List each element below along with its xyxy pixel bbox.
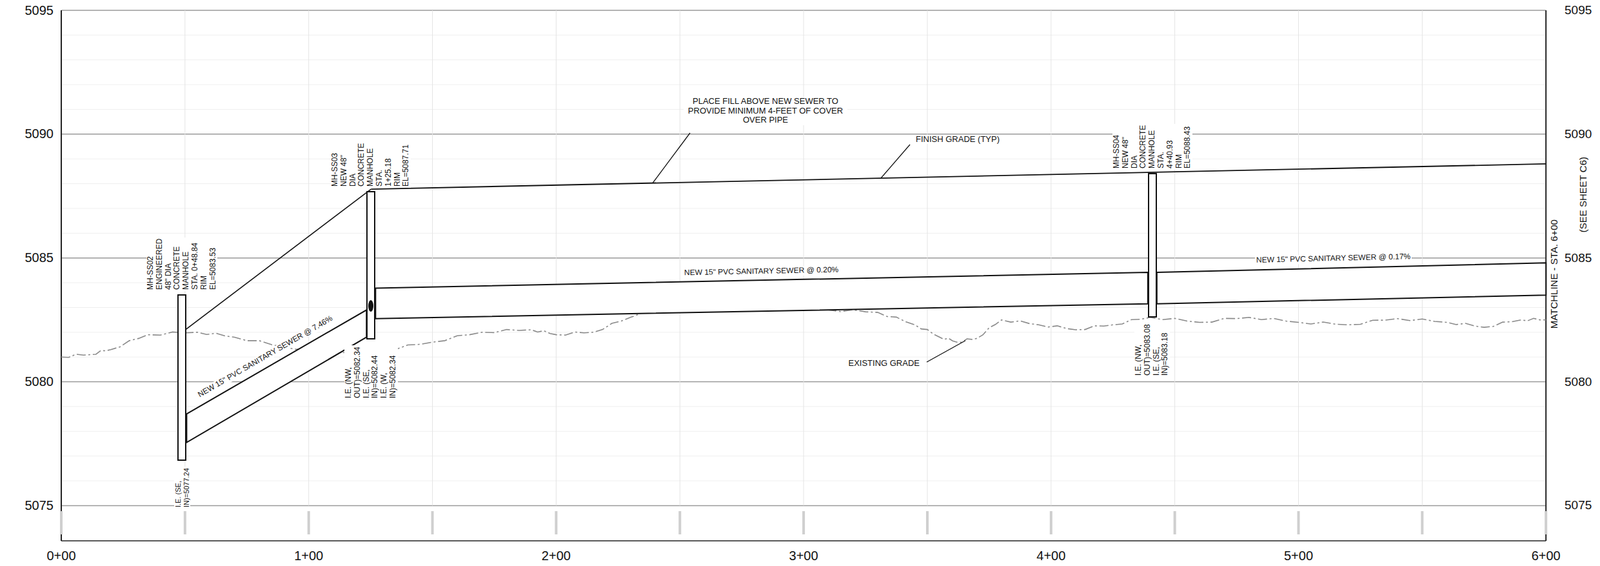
- band-line: [61, 539, 1546, 542]
- existing-grade-note: EXISTING GRADE: [846, 358, 921, 369]
- grid-line: [1174, 10, 1176, 505]
- band-station-mark: [1049, 510, 1053, 534]
- fill-note: PLACE FILL ABOVE NEW SEWER TO PROVIDE MI…: [683, 96, 848, 126]
- invert-label: I.E. (NW, OUT)=5083.08 I.E. (SE, IN)=508…: [1134, 323, 1170, 378]
- elevation-axis-label: 5075: [23, 497, 56, 513]
- pipe-opening-symbol: [368, 299, 374, 312]
- grid-line: [1050, 10, 1052, 505]
- manhole-label: MH-SS04 NEW 48" DIA CONCRETE MANHOLE STA…: [1112, 123, 1193, 170]
- sewer-pipe: [375, 272, 1148, 319]
- station-axis-label: 2+00: [540, 548, 573, 563]
- grid-line: [555, 10, 557, 505]
- elevation-axis-label: 5095: [1563, 3, 1593, 18]
- station-axis-label: 4+00: [1035, 548, 1067, 563]
- finish-grade-line: [370, 163, 1546, 189]
- elevation-axis-label: 5080: [1563, 374, 1593, 389]
- grid: [61, 10, 1546, 505]
- pipe-outline: [1156, 262, 1546, 304]
- band-station-mark: [1297, 510, 1301, 534]
- sheet-reference: (SEE SHEET C6): [1577, 155, 1589, 234]
- grid-line: [679, 10, 681, 505]
- station-axis-label: 5+00: [1282, 548, 1315, 563]
- connectors: [186, 272, 1148, 443]
- leader-line: [880, 144, 910, 178]
- grid-line: [926, 10, 928, 505]
- leader-line: [926, 340, 966, 362]
- band-station-mark: [307, 510, 311, 534]
- band-station-mark: [926, 510, 929, 534]
- station-axis-label: 3+00: [788, 548, 820, 563]
- sewer-pipe: [186, 309, 367, 442]
- band-station-mark: [183, 510, 187, 534]
- invert-label: I.E. (NW, OUT)=5082.34 I.E. (SE, IN)=508…: [344, 345, 398, 400]
- pipe-label: NEW 15" PVC SANITARY SEWER @ 0.20%: [682, 265, 840, 278]
- band-station-mark: [678, 510, 682, 534]
- band-station-mark: [802, 510, 805, 534]
- station-axis-label: 1+00: [292, 548, 325, 563]
- grid-line: [308, 10, 309, 505]
- elevation-axis-label: 5085: [23, 250, 56, 266]
- invert-label: I.E. (SE, IN)=5077.24: [174, 466, 191, 509]
- elevation-axis-label: 5080: [23, 374, 56, 389]
- station-axis-label: 6+00: [1530, 548, 1562, 563]
- band-station-mark: [1173, 510, 1177, 534]
- manhole-label: MH-SS02 ENGINEERED 48" DIA CONCRETE MANH…: [146, 237, 218, 291]
- finish-grade-note: FINISH GRADE (TYP): [914, 134, 1001, 145]
- leader-line: [652, 132, 691, 184]
- grid-line: [1422, 10, 1423, 505]
- leaders: [652, 132, 966, 362]
- sewer-pipe-to-matchline: [1156, 262, 1546, 304]
- manhole: MH-SS04 NEW 48" DIA CONCRETE MANHOLE STA…: [1147, 172, 1157, 318]
- manhole-label: MH-SS03 NEW 48" DIA CONCRETE MANHOLE STA…: [330, 141, 411, 188]
- band-station-mark: [431, 510, 435, 534]
- matchline-label: MATCHLINE - STA. 6+00: [1548, 217, 1560, 330]
- elevation-axis-label: 5075: [1563, 497, 1593, 513]
- frame-line: [60, 10, 62, 541]
- pipe-label: NEW 15" PVC SANITARY SEWER @ 7.46%: [195, 313, 336, 400]
- elevation-axis-label: 5090: [23, 126, 56, 142]
- frame: [59, 10, 1548, 541]
- pipe-label: NEW 15" PVC SANITARY SEWER @ 0.17%: [1254, 252, 1412, 266]
- elevation-axis-label: 5085: [1563, 250, 1593, 266]
- manhole: MH-SS03 NEW 48" DIA CONCRETE MANHOLE STA…: [366, 190, 376, 340]
- grid-line: [432, 10, 433, 505]
- band-station-mark: [1420, 510, 1424, 534]
- elevation-axis-label: 5095: [23, 3, 56, 19]
- manhole: MH-SS02 ENGINEERED 48" DIA CONCRETE MANH…: [177, 294, 187, 461]
- band-station-mark: [554, 510, 558, 534]
- elevation-axis-label: 5090: [1563, 127, 1593, 142]
- band-station-mark: [59, 510, 63, 534]
- station-axis-label: 0+00: [45, 548, 77, 563]
- band-station-mark: [1544, 510, 1548, 534]
- grid-line: [803, 10, 805, 505]
